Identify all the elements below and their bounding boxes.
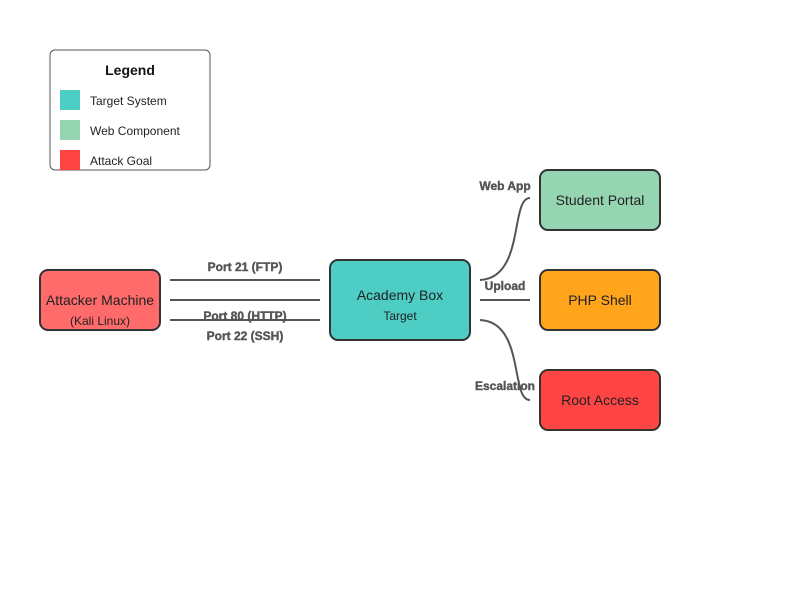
node-student-portal-box — [539, 169, 661, 231]
edge-label-web-app: Web App — [479, 179, 530, 193]
edge-escalation — [479, 319, 531, 401]
edge-label-upload: Upload — [485, 279, 526, 293]
legend-swatch-target — [60, 90, 80, 110]
node-root-access[interactable]: Root Access — [539, 369, 661, 431]
node-attacker-title: Attacker Machine — [46, 292, 154, 308]
node-root-access-box — [539, 369, 661, 431]
node-php-shell[interactable]: PHP Shell — [539, 269, 661, 331]
edge-web-app — [479, 197, 531, 281]
node-student-portal[interactable]: Student Portal — [539, 169, 661, 231]
node-attacker-subtitle: (Kali Linux) — [70, 314, 130, 328]
legend-box — [49, 49, 211, 171]
edge-label-escalation: Escalation — [475, 379, 535, 393]
node-academy-box[interactable]: Academy Box Target — [329, 259, 471, 341]
legend: Legend Target System Web Component Attac… — [49, 49, 211, 171]
node-academy-title: Academy Box — [357, 287, 443, 303]
legend-label-web: Web Component — [90, 124, 180, 138]
legend-swatch-web — [60, 120, 80, 140]
edge-label-ssh: Port 22 (SSH) — [207, 329, 284, 343]
node-root-access-title: Root Access — [561, 392, 639, 408]
legend-label-goal: Attack Goal — [90, 154, 152, 168]
legend-swatch-goal — [60, 150, 80, 170]
node-attacker-machine[interactable]: Attacker Machine (Kali Linux) — [39, 269, 161, 331]
node-student-portal-title: Student Portal — [556, 192, 645, 208]
node-php-shell-title: PHP Shell — [568, 292, 632, 308]
node-attacker-box — [39, 269, 161, 331]
edge-label-ftp: Port 21 (FTP) — [208, 260, 283, 274]
node-academy-rect — [329, 259, 471, 341]
legend-label-target: Target System — [90, 94, 167, 108]
node-academy-subtitle: Target — [383, 309, 417, 323]
node-php-shell-box — [539, 269, 661, 331]
legend-title: Legend — [105, 62, 155, 78]
edge-label-http: Port 80 (HTTP) — [203, 309, 286, 323]
